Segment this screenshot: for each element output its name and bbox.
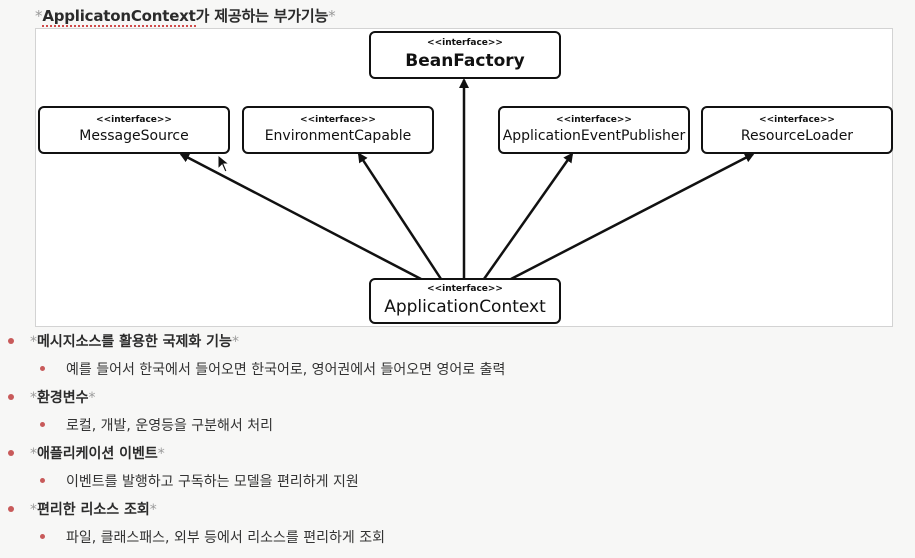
- node-bean-factory: <<interface>> BeanFactory: [369, 31, 561, 79]
- list-item: *메시지소스를 활용한 국제화 기능*: [0, 328, 900, 354]
- edge-to-message-source: [179, 152, 422, 281]
- stereotype-label: <<interface>>: [556, 115, 632, 125]
- mouse-pointer-icon: [217, 154, 231, 173]
- stereotype-label: <<interface>>: [300, 115, 376, 125]
- list-subitem: 파일, 클래스패스, 외부 등에서 리소스를 편리하게 조회: [0, 524, 900, 550]
- node-name: ApplicationContext: [384, 297, 546, 317]
- list-item: *환경변수*: [0, 384, 900, 410]
- title-suffix: 가 제공하는 부가기능: [195, 7, 329, 25]
- bullet-icon: [8, 450, 14, 456]
- node-name: ResourceLoader: [740, 128, 854, 144]
- node-message-source: <<interface>> MessageSource: [38, 106, 230, 154]
- list-heading: *편리한 리소스 조회*: [30, 502, 157, 518]
- bullet-icon: [40, 534, 45, 539]
- node-application-event-publisher: <<interface>> ApplicationEventPublisher: [498, 106, 690, 154]
- page-title: *ApplicatonContext가 제공하는 부가기능*: [35, 5, 336, 27]
- node-application-context: <<interface>> ApplicationContext: [369, 278, 561, 324]
- stereotype-label: <<interface>>: [427, 284, 503, 294]
- node-environment-capable: <<interface>> EnvironmentCapable: [242, 106, 434, 154]
- list-detail: 이벤트를 발행하고 구독하는 모델을 편리하게 지원: [66, 474, 359, 490]
- list-detail: 로컬, 개발, 운영등을 구분해서 처리: [66, 418, 274, 434]
- bullet-icon: [8, 506, 14, 512]
- list-detail: 파일, 클래스패스, 외부 등에서 리소스를 편리하게 조회: [66, 530, 385, 546]
- title-main: ApplicatonContext: [42, 7, 196, 27]
- node-name: ApplicationEventPublisher: [502, 128, 686, 144]
- list-heading: *애플리케이션 이벤트*: [30, 446, 165, 462]
- edge-to-resource-loader: [510, 152, 755, 281]
- list-subitem: 로컬, 개발, 운영등을 구분해서 처리: [0, 412, 900, 438]
- node-resource-loader: <<interface>> ResourceLoader: [701, 106, 893, 154]
- node-name: EnvironmentCapable: [264, 128, 412, 144]
- title-star-right: *: [328, 7, 336, 25]
- bullet-icon: [40, 478, 45, 483]
- list-item: *편리한 리소스 조회*: [0, 496, 900, 522]
- node-name: MessageSource: [79, 128, 189, 144]
- list-detail: 예를 들어서 한국에서 들어오면 한국어로, 영어권에서 들어오면 영어로 출력: [66, 362, 506, 378]
- bullet-icon: [8, 338, 14, 344]
- list-item: *애플리케이션 이벤트*: [0, 440, 900, 466]
- list-subitem: 예를 들어서 한국에서 들어오면 한국어로, 영어권에서 들어오면 영어로 출력: [0, 356, 900, 382]
- edge-to-application-event-publisher: [482, 152, 574, 280]
- list-heading: *환경변수*: [30, 390, 96, 406]
- node-name: BeanFactory: [405, 51, 525, 71]
- stereotype-label: <<interface>>: [427, 38, 503, 48]
- title-star-left: *: [35, 7, 43, 25]
- list-subitem: 이벤트를 발행하고 구독하는 모델을 편리하게 지원: [0, 468, 900, 494]
- list-heading: *메시지소스를 활용한 국제화 기능*: [30, 334, 239, 350]
- bullet-icon: [40, 422, 45, 427]
- edge-to-environment-capable: [357, 152, 443, 280]
- diagram-arrows: [179, 78, 755, 281]
- stereotype-label: <<interface>>: [96, 115, 172, 125]
- stereotype-label: <<interface>>: [759, 115, 835, 125]
- bullet-icon: [40, 366, 45, 371]
- uml-diagram: <<interface>> BeanFactory <<interface>> …: [35, 28, 893, 327]
- bullet-icon: [8, 394, 14, 400]
